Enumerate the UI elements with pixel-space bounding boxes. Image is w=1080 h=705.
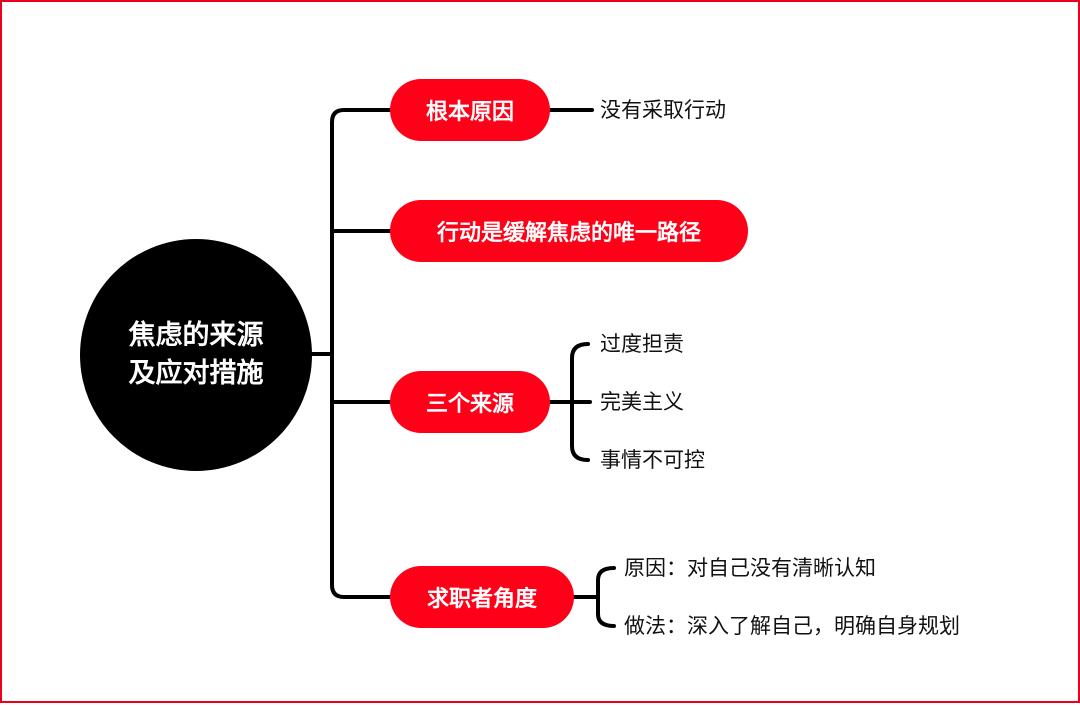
- branch-4-bracket: [572, 566, 616, 628]
- leaf-no-action: 没有采取行动: [600, 98, 726, 122]
- branch-action-path: 行动是缓解焦虑的唯一路径: [390, 200, 748, 262]
- branch-job-seeker: 求职者角度: [390, 566, 574, 628]
- leaf-over-responsibility: 过度担责: [600, 332, 684, 356]
- root-line-2: 及应对措施: [128, 358, 264, 389]
- root-line-1: 焦虑的来源: [128, 320, 264, 351]
- leaf-perfectionism: 完美主义: [600, 390, 684, 414]
- trunk-line: [330, 108, 392, 599]
- leaf-method: 做法：深入了解自己，明确自身规划: [624, 614, 960, 638]
- branch-three-sources: 三个来源: [390, 371, 550, 433]
- leaf-uncontrollable: 事情不可控: [600, 448, 705, 472]
- root-node: 焦虑的来源 及应对措施: [80, 239, 312, 471]
- leaf-reason: 原因：对自己没有清晰认知: [624, 556, 876, 580]
- branch-root-cause: 根本原因: [390, 79, 550, 141]
